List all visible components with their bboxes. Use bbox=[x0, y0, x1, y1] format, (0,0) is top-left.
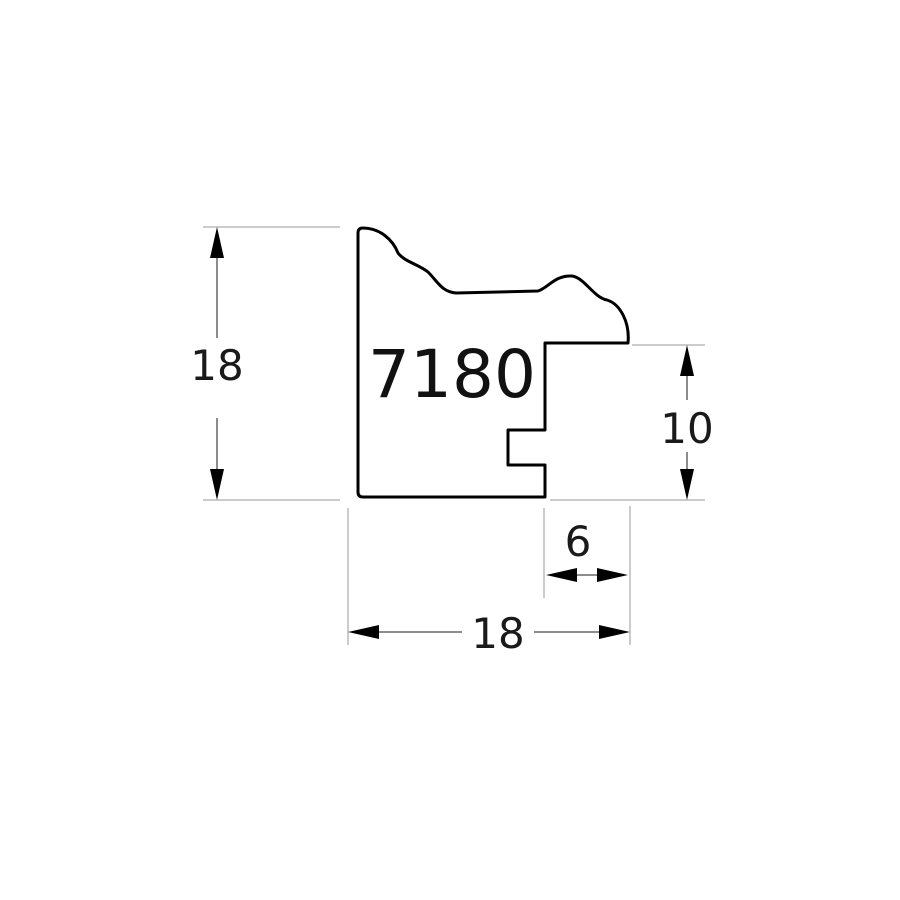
width-total-label: 18 bbox=[471, 609, 524, 658]
height-arrow-top bbox=[210, 227, 224, 258]
rabbet-width-arrow-right bbox=[597, 568, 628, 582]
width-arrow-right bbox=[599, 625, 630, 639]
height-total-label: 18 bbox=[190, 341, 243, 390]
width-arrow-left bbox=[348, 625, 379, 639]
height-arrow-bottom bbox=[210, 469, 224, 500]
rabbet-width-arrow-left bbox=[546, 568, 577, 582]
rabbet-height-label: 10 bbox=[660, 404, 713, 453]
rabbet-height-arrow-top bbox=[680, 345, 694, 376]
model-number-label: 7180 bbox=[368, 336, 536, 413]
rabbet-width-label: 6 bbox=[565, 517, 592, 566]
rabbet-height-arrow-bottom bbox=[680, 469, 694, 500]
profile-outline bbox=[356, 226, 630, 499]
